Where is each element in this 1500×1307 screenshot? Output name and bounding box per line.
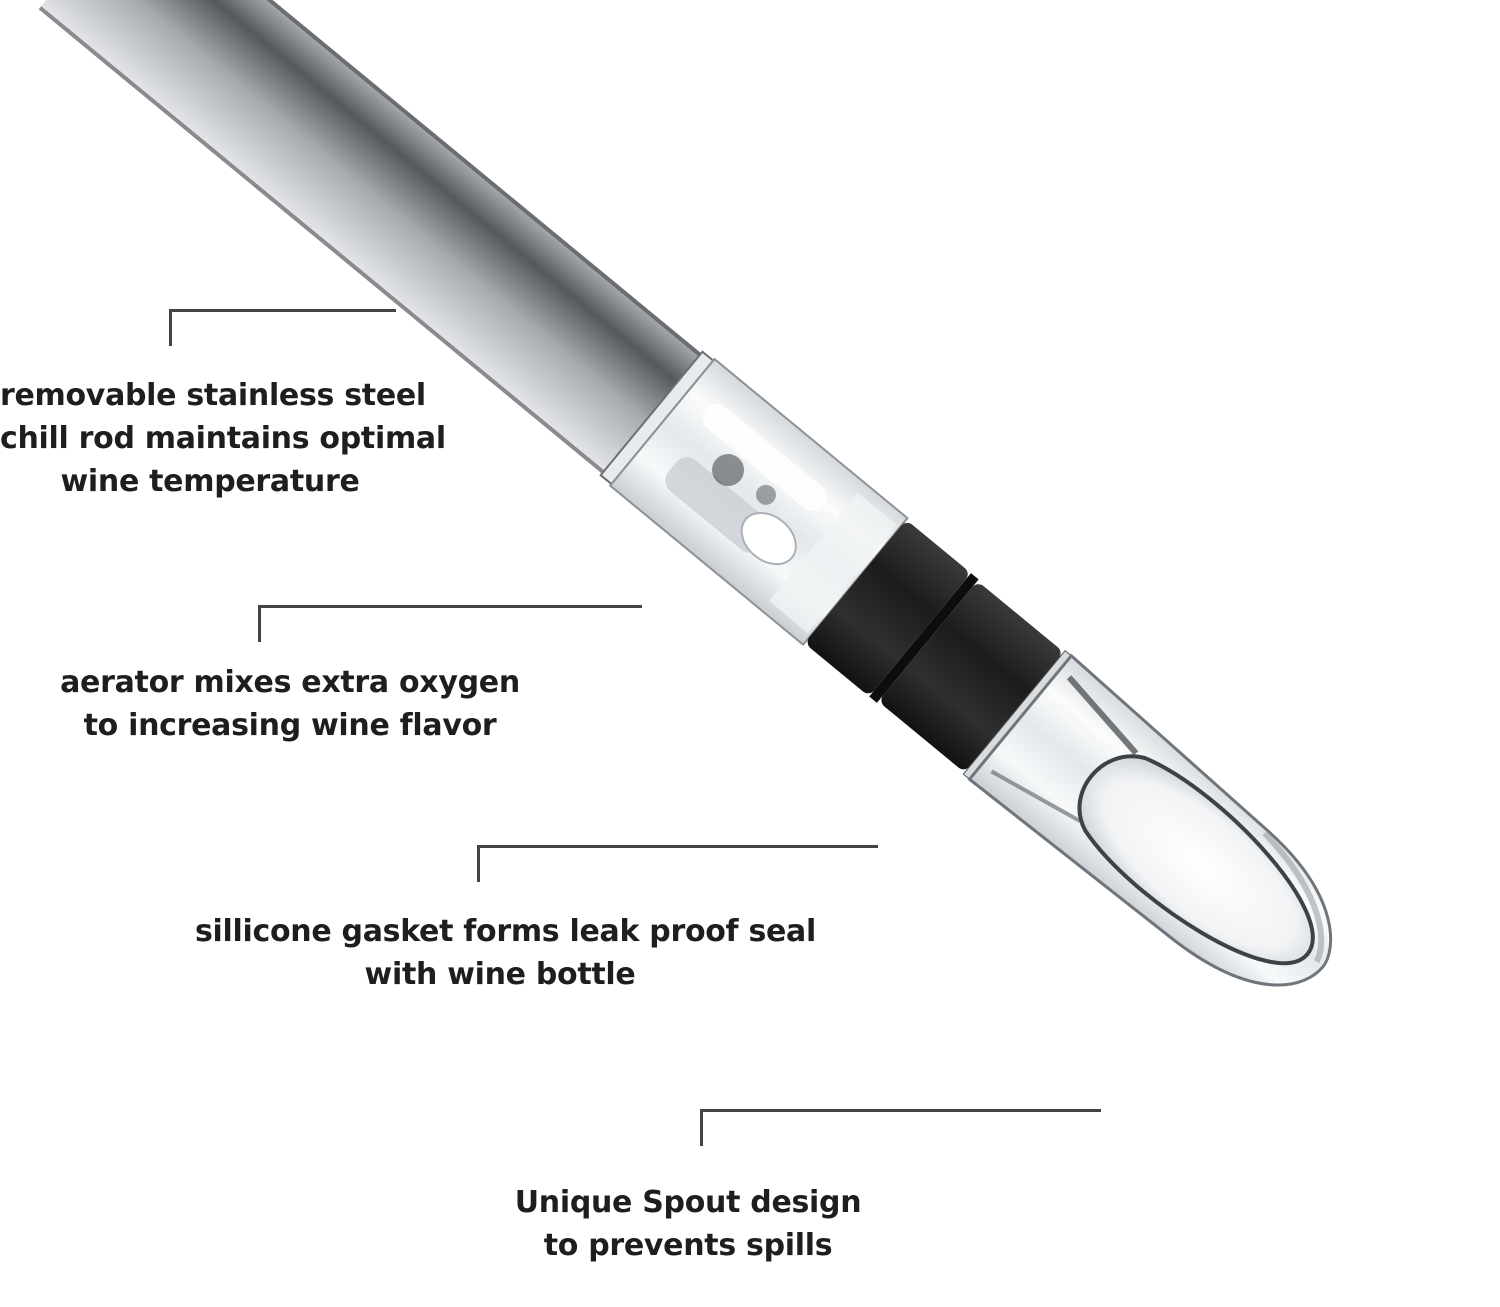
callout-line: with wine bottle [364,957,636,992]
callout-leader-line [477,845,878,882]
callout-line: wine temperature [60,464,360,499]
callout-line: to increasing wine flavor [83,708,497,743]
callout-line: removable stainless steel [0,378,426,413]
callout-line: aerator mixes extra oxygen [60,665,520,700]
callout-line: chill rod maintains optimal [0,421,446,456]
callout-line: Unique Spout design [514,1185,862,1220]
callout-gasket: sillicone gasket forms leak proof seal w… [195,910,816,996]
callout-leader-line [169,309,396,346]
callout-leader-line [258,605,642,642]
callout-leader-line [700,1109,1101,1146]
callout-line: to prevents spills [543,1228,833,1263]
callout-aerator: aerator mixes extra oxygen to increasing… [60,661,520,747]
callout-spout: Unique Spout design to prevents spills [488,1181,888,1267]
callout-chill-rod: removable stainless steel chill rod main… [0,374,446,503]
callout-line: sillicone gasket forms leak proof seal [195,914,816,949]
